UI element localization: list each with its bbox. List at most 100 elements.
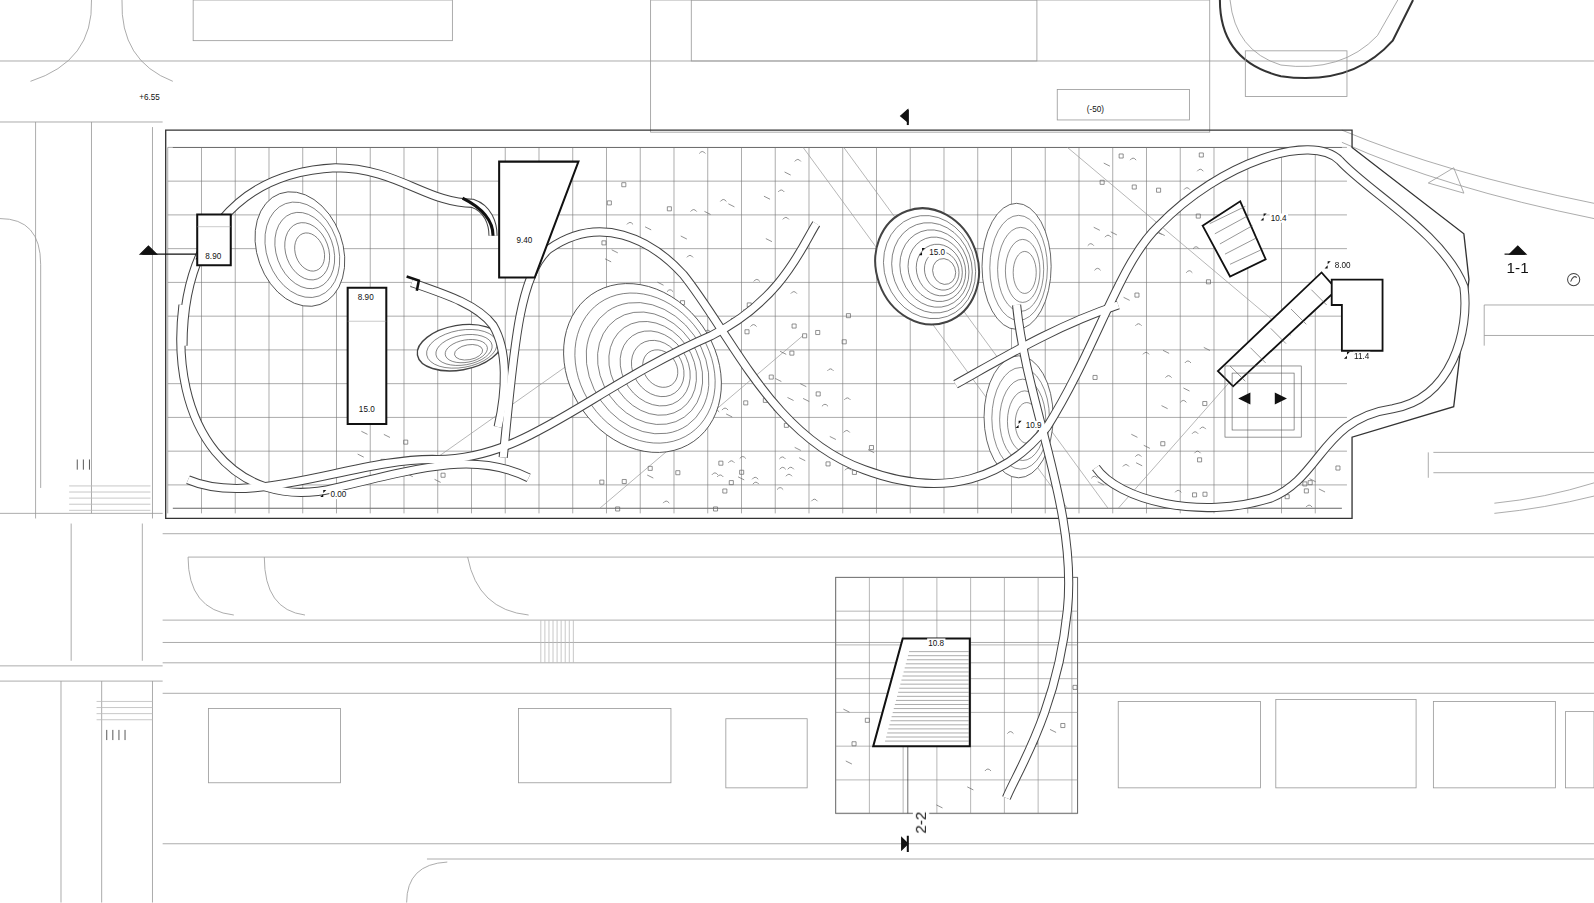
paving-symbol: [726, 414, 732, 417]
contour-line: [998, 227, 1044, 311]
paving-symbol: [753, 482, 759, 484]
paving-symbol: [985, 769, 991, 771]
paving-symbol: [1136, 463, 1142, 466]
paving-symbol: [750, 325, 756, 327]
paving-symbol: [792, 324, 796, 328]
paving-symbol: [967, 787, 973, 790]
paving-symbol: [795, 159, 801, 161]
level-marker: [1325, 261, 1331, 268]
stair-tread: [892, 716, 969, 717]
elevation-label: 8.90: [204, 252, 222, 261]
paving-symbol: [600, 480, 604, 484]
walkway-edge: [1006, 305, 1068, 798]
contour-line: [433, 330, 494, 369]
contour-line: [621, 330, 695, 407]
paving-symbol: [1303, 482, 1307, 486]
level-marker: [1016, 421, 1022, 428]
building-block: 8.90 15.0: [347, 287, 388, 425]
paving-symbol: [779, 457, 785, 459]
paving-symbol: [1144, 445, 1150, 448]
paving-symbol: [622, 479, 626, 483]
paving-symbol: [663, 501, 669, 503]
paving-symbol: [1119, 154, 1123, 158]
paving-symbol: [616, 507, 620, 511]
paving-symbol: [667, 207, 671, 211]
paving-symbol: [1206, 280, 1210, 284]
grid-line: [836, 813, 1078, 814]
paving-symbol: [803, 334, 807, 338]
stair-tread: [905, 667, 969, 668]
grid-line: [876, 147, 877, 513]
contour-line: [919, 247, 964, 296]
grid-line: [775, 147, 776, 513]
paving-symbol: [657, 282, 663, 285]
walkway: [956, 305, 1119, 384]
paving-symbol: [1200, 427, 1206, 429]
block-border: [873, 638, 970, 746]
paving-symbol: [1073, 685, 1077, 689]
paving-symbol: [1098, 482, 1104, 485]
paving-symbol: [936, 805, 942, 808]
paving-symbol: [1198, 458, 1202, 462]
grid-line: [869, 577, 870, 813]
paving-symbol: [1199, 153, 1203, 157]
paving-symbol: [795, 447, 801, 450]
paving-symbol: [1196, 214, 1200, 218]
elevation-label: 8.90: [357, 293, 375, 302]
paving-symbol: [1186, 271, 1192, 273]
grid-line: [168, 282, 1347, 283]
elevation-label: 15.0: [358, 405, 376, 414]
paving-symbol: [1132, 185, 1136, 189]
stair-tread: [909, 651, 969, 652]
paving-symbol: [404, 440, 408, 444]
contour-line: [879, 211, 985, 324]
paving-symbol: [1104, 163, 1110, 166]
paving-symbol: [842, 340, 846, 344]
paving-symbol: [648, 466, 652, 470]
walkway-edge: [183, 168, 493, 346]
elevation-label: 15.0: [928, 248, 946, 257]
paving-symbol: [816, 330, 820, 334]
contour-line: [252, 191, 352, 308]
stair-tread: [903, 676, 969, 677]
contour-line: [869, 202, 990, 331]
elevation-label: 10.9: [1025, 421, 1043, 430]
walkway-end: [407, 277, 419, 291]
paving-symbol: [780, 351, 786, 354]
paving-symbol: [1123, 465, 1129, 467]
walkway: [1006, 305, 1068, 798]
paving-symbol: [788, 467, 794, 469]
paving-symbol: [790, 351, 794, 355]
stair-tread: [907, 659, 969, 660]
stair-tread: [886, 737, 969, 738]
paving-symbol: [1203, 401, 1207, 405]
paving-symbol: [1131, 434, 1137, 437]
contour-line: [453, 342, 484, 362]
paving-symbol: [869, 446, 873, 450]
paving-symbol: [766, 239, 772, 242]
grid-line: [1146, 147, 1147, 513]
paving-symbol: [1204, 347, 1210, 350]
elevation-label: (-50): [1086, 105, 1105, 114]
block-outline: [872, 637, 971, 747]
walkway: [412, 283, 505, 427]
paving-symbol: [778, 190, 784, 192]
paving-symbol: [803, 398, 809, 401]
elevation-label: 11.4: [1353, 352, 1370, 361]
paving-symbol: [785, 172, 791, 175]
paving-symbol: [1130, 158, 1136, 160]
paving-symbol: [435, 479, 441, 482]
contour-line: [240, 179, 361, 319]
paving-symbol: [738, 477, 744, 480]
paving-symbol: [1007, 732, 1013, 734]
contour-line: [889, 220, 980, 317]
paving-symbol: [1185, 361, 1191, 363]
paving-symbol: [687, 255, 693, 257]
contour-line: [423, 324, 500, 373]
building-block: 9.40: [498, 161, 579, 279]
paving-symbol: [1180, 400, 1186, 402]
walkway-edge: [412, 283, 505, 427]
paving-symbol: [827, 369, 833, 371]
